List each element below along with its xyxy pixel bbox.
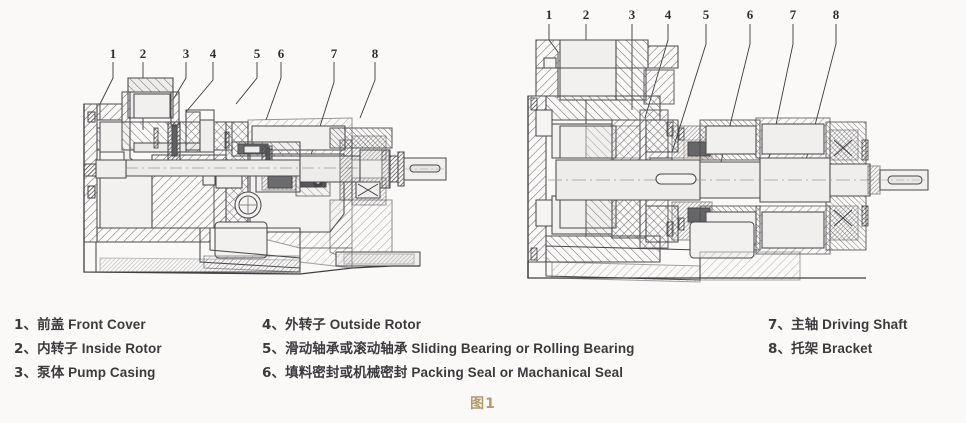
legend-item-7-cn: 主轴 xyxy=(791,317,819,333)
legend-item-5-num: 5、 xyxy=(262,341,286,357)
right-callout-7: 7 xyxy=(790,7,797,22)
left-callout-2: 2 xyxy=(140,46,147,61)
left-callout-1: 1 xyxy=(110,46,117,61)
legend-item-4-cn: 外转子 xyxy=(285,317,326,333)
legend-item-6: 6、填料密封或机械密封 Packing Seal or Machanical S… xyxy=(262,361,635,385)
legend-item-7-en: Driving Shaft xyxy=(822,317,908,332)
legend-item-6-cn: 填料密封或机械密封 xyxy=(285,365,408,381)
legend-item-2: 2、内转子 Inside Rotor xyxy=(14,337,162,361)
legend-item-7: 7、主轴 Driving Shaft xyxy=(768,313,907,337)
legend-item-8: 8、托架 Bracket xyxy=(768,337,907,361)
legend-item-6-num: 6、 xyxy=(262,365,286,381)
left-callout-6: 6 xyxy=(278,46,285,61)
legend-item-1-en: Front Cover xyxy=(68,317,146,332)
figure-caption: 图1 xyxy=(470,396,496,412)
left-callout-8: 8 xyxy=(372,46,379,61)
legend-column-3: 7、主轴 Driving Shaft 8、托架 Bracket xyxy=(768,313,907,361)
left-callout-5: 5 xyxy=(254,46,261,61)
legend-item-4: 4、外转子 Outside Rotor xyxy=(262,313,635,337)
right-callout-1: 1 xyxy=(546,7,553,22)
legend-item-8-en: Bracket xyxy=(822,341,873,356)
left-pump-section: 1 2 3 4 5 6 7 8 xyxy=(83,46,447,275)
legend-item-3-num: 3、 xyxy=(14,365,38,381)
right-callout-5: 5 xyxy=(703,7,710,22)
legend-item-1-cn: 前盖 xyxy=(37,317,65,333)
legend-item-3-cn: 泵体 xyxy=(37,365,65,381)
legend-item-8-cn: 托架 xyxy=(791,341,819,357)
left-callout-4: 4 xyxy=(210,46,217,61)
legend-item-2-num: 2、 xyxy=(14,341,38,357)
legend-column-1: 1、前盖 Front Cover 2、内转子 Inside Rotor 3、泵体… xyxy=(14,313,162,385)
legend-item-1-num: 1、 xyxy=(14,317,38,333)
right-callout-3: 3 xyxy=(629,7,636,22)
legend-column-2: 4、外转子 Outside Rotor 5、滑动轴承或滚动轴承 Sliding … xyxy=(262,313,635,385)
legend-item-2-en: Inside Rotor xyxy=(81,341,162,356)
left-callout-7: 7 xyxy=(331,46,338,61)
legend-item-7-num: 7、 xyxy=(768,317,792,333)
legend-item-6-en: Packing Seal or Machanical Seal xyxy=(411,365,624,380)
legend-item-1: 1、前盖 Front Cover xyxy=(14,313,162,337)
right-callout-6: 6 xyxy=(747,7,754,22)
legend-item-3-en: Pump Casing xyxy=(68,365,156,380)
legend-item-5-en: Sliding Bearing or Rolling Bearing xyxy=(411,341,635,356)
legend-item-2-cn: 内转子 xyxy=(37,341,78,357)
legend-item-3: 3、泵体 Pump Casing xyxy=(14,361,162,385)
left-leader-lines xyxy=(99,62,376,156)
right-callout-4: 4 xyxy=(665,7,672,22)
legend-item-4-num: 4、 xyxy=(262,317,286,333)
legend-item-5-cn: 滑动轴承或滚动轴承 xyxy=(285,341,408,357)
right-callout-8: 8 xyxy=(833,7,840,22)
right-callout-2: 2 xyxy=(583,7,590,22)
right-pump-section: 1 2 3 4 5 6 7 8 xyxy=(527,7,929,283)
legend: 1、前盖 Front Cover 2、内转子 Inside Rotor 3、泵体… xyxy=(0,305,966,390)
legend-item-5: 5、滑动轴承或滚动轴承 Sliding Bearing or Rolling B… xyxy=(262,337,635,361)
legend-item-8-num: 8、 xyxy=(768,341,792,357)
left-callout-3: 3 xyxy=(183,46,190,61)
legend-item-4-en: Outside Rotor xyxy=(329,317,422,332)
